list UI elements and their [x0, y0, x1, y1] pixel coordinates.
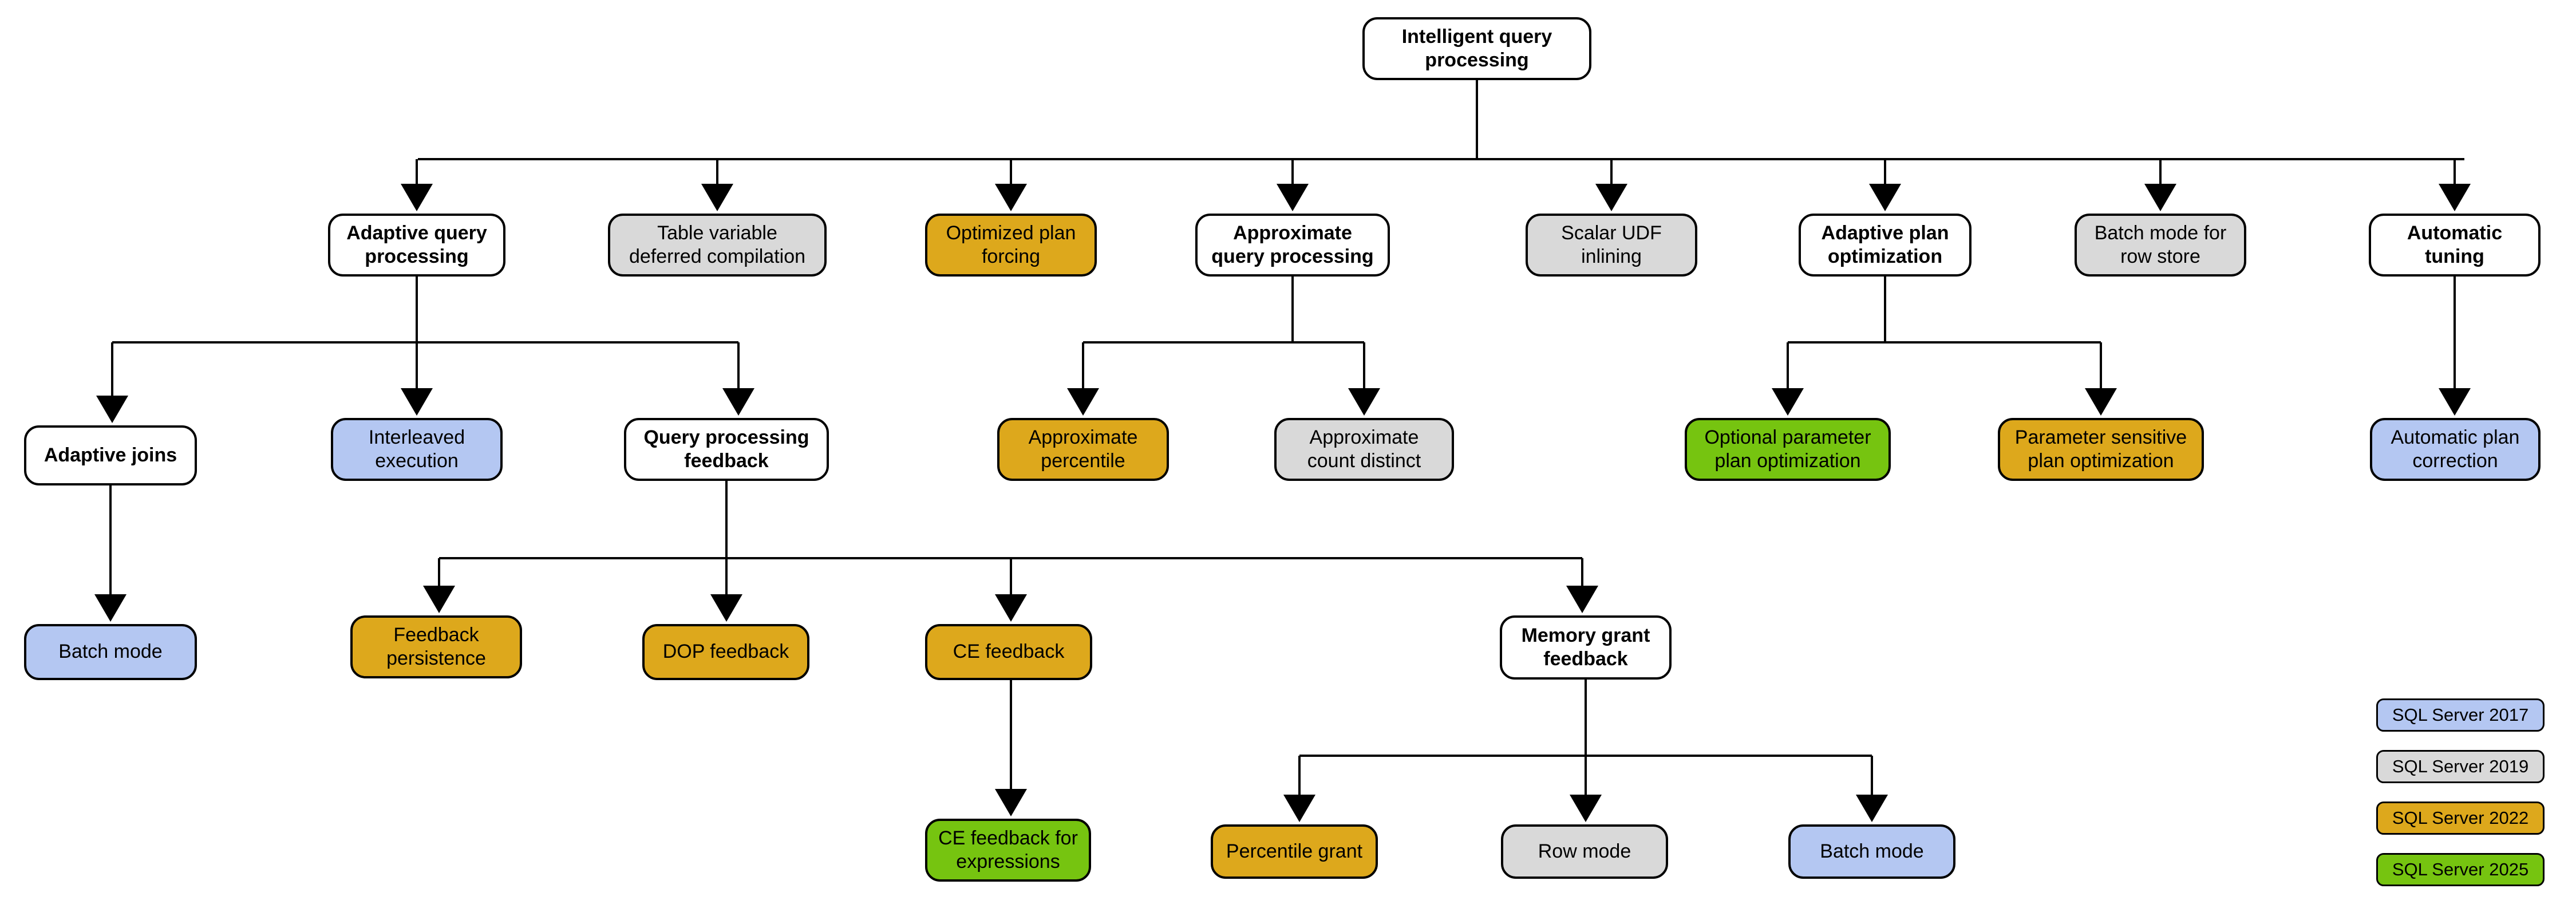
node-mgf[interactable]: Memory grant feedback [1500, 615, 1672, 680]
node-bm1[interactable]: Batch mode [24, 624, 197, 680]
node-acd[interactable]: Approximate count distinct [1274, 418, 1454, 481]
node-apc[interactable]: Automatic plan correction [2370, 418, 2541, 481]
node-ie[interactable]: Interleaved execution [331, 418, 503, 481]
node-pspo[interactable]: Parameter sensitive plan optimization [1998, 418, 2204, 481]
node-fp[interactable]: Feedback persistence [350, 615, 522, 678]
node-rm[interactable]: Row mode [1501, 824, 1668, 879]
legend-item-lg2025: SQL Server 2025 [2376, 853, 2545, 886]
node-qpf[interactable]: Query processing feedback [624, 418, 829, 481]
node-apo[interactable]: Adaptive plan optimization [1799, 214, 1971, 277]
node-oppo[interactable]: Optional parameter plan optimization [1685, 418, 1891, 481]
node-bm2[interactable]: Batch mode [1788, 824, 1955, 879]
node-bmrs[interactable]: Batch mode for row store [2075, 214, 2246, 277]
node-opf[interactable]: Optimized plan forcing [925, 214, 1097, 277]
node-sudf[interactable]: Scalar UDF inlining [1526, 214, 1697, 277]
node-tvdc[interactable]: Table variable deferred compilation [608, 214, 827, 277]
legend-item-lg2019: SQL Server 2019 [2376, 750, 2545, 783]
legend-item-lg2017: SQL Server 2017 [2376, 698, 2545, 732]
node-dopf[interactable]: DOP feedback [642, 624, 809, 680]
node-apq[interactable]: Approximate query processing [1195, 214, 1390, 277]
node-ap[interactable]: Approximate percentile [997, 418, 1169, 481]
node-pg[interactable]: Percentile grant [1211, 824, 1378, 879]
node-aj[interactable]: Adaptive joins [24, 425, 197, 485]
node-iqp[interactable]: Intelligent query processing [1362, 17, 1591, 80]
node-aqp[interactable]: Adaptive query processing [328, 214, 505, 277]
node-cef[interactable]: CE feedback [925, 624, 1092, 680]
legend-item-lg2022: SQL Server 2022 [2376, 802, 2545, 835]
node-at[interactable]: Automatic tuning [2369, 214, 2541, 277]
node-cefe[interactable]: CE feedback for expressions [925, 819, 1091, 882]
